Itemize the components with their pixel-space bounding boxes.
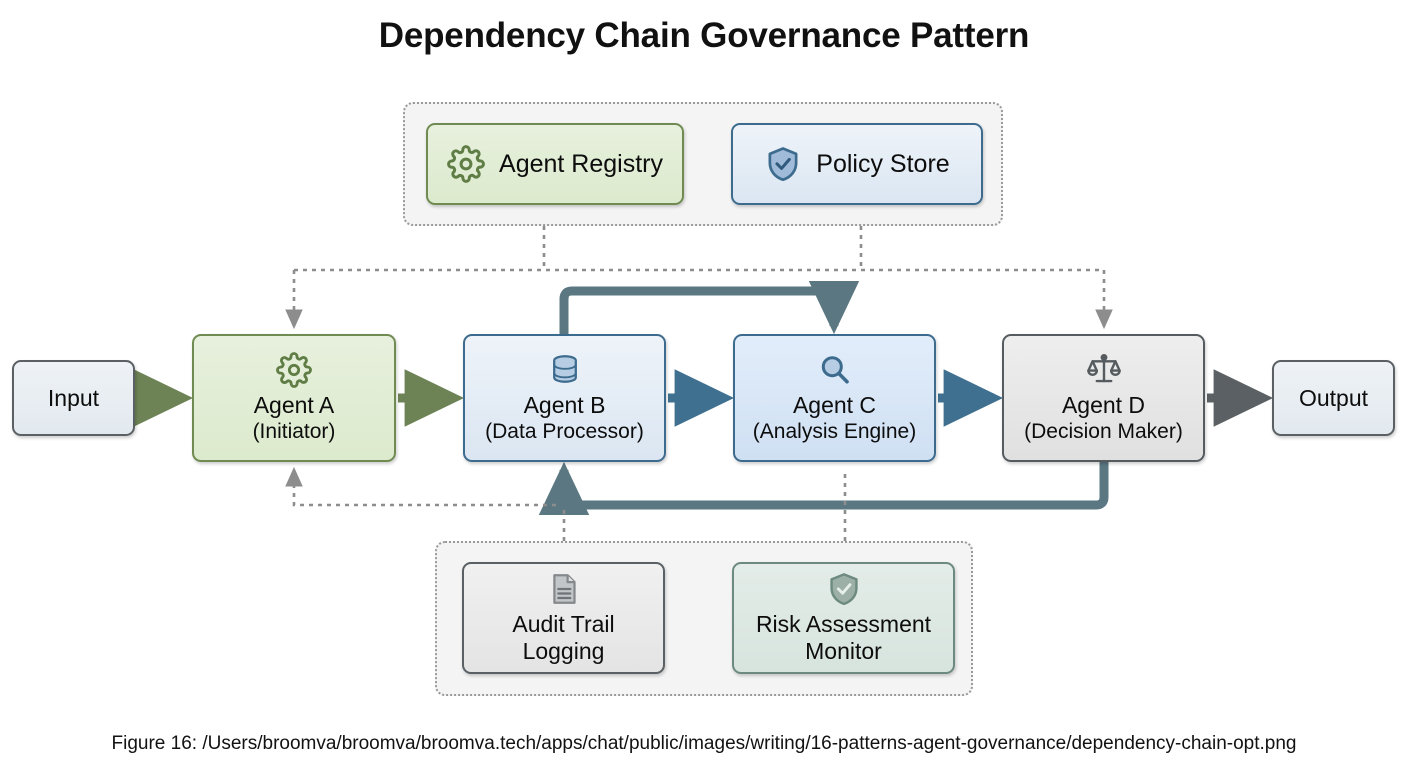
feedback-loop-agent-b-to-agent-c <box>559 281 860 335</box>
node-audit-trail-line2: Logging <box>522 638 605 664</box>
document-icon <box>546 571 582 607</box>
node-agent-a-name: Agent A <box>253 392 335 418</box>
node-audit-trail-line1: Audit Trail <box>512 611 615 637</box>
node-audit-trail-logging[interactable]: Audit Trail Logging <box>462 562 665 674</box>
node-risk-assessment-monitor[interactable]: Risk Assessment Monitor <box>732 562 955 674</box>
node-agent-d-role: (Decision Maker) <box>1024 420 1183 443</box>
node-agent-d-name: Agent D <box>1061 392 1146 418</box>
node-risk-assessment-line2: Monitor <box>805 638 882 664</box>
database-icon <box>547 352 583 388</box>
shield-check-icon <box>764 145 802 183</box>
node-agent-b-name: Agent B <box>523 392 606 418</box>
node-output[interactable]: Output <box>1272 360 1395 436</box>
gear-icon <box>447 145 485 183</box>
shield-check-icon <box>826 571 862 607</box>
scales-icon <box>1086 352 1122 388</box>
node-risk-assessment-line1: Risk Assessment <box>755 611 932 637</box>
node-output-label: Output <box>1298 384 1369 411</box>
node-agent-d[interactable]: Agent D (Decision Maker) <box>1002 334 1205 462</box>
figure-caption: Figure 16: /Users/broomva/broomva/broomv… <box>111 733 1297 754</box>
node-policy-store-label: Policy Store <box>816 149 950 178</box>
node-policy-store[interactable]: Policy Store <box>731 123 983 205</box>
node-input[interactable]: Input <box>12 360 135 436</box>
page-title: Dependency Chain Governance Pattern <box>378 16 1030 55</box>
node-agent-b-role: (Data Processor) <box>485 420 644 443</box>
dotted-connector-loop-to-agent-a <box>285 466 556 507</box>
node-agent-c-role: (Analysis Engine) <box>752 420 917 443</box>
node-agent-registry[interactable]: Agent Registry <box>426 123 684 205</box>
gear-icon <box>276 352 312 388</box>
feedback-loop-agent-d-to-agent-b <box>538 461 1109 515</box>
node-agent-a[interactable]: Agent A (Initiator) <box>192 334 396 462</box>
node-agent-b[interactable]: Agent B (Data Processor) <box>463 334 666 462</box>
node-agent-a-role: (Initiator) <box>252 420 336 443</box>
node-input-label: Input <box>47 384 100 411</box>
node-agent-c[interactable]: Agent C (Analysis Engine) <box>733 334 936 462</box>
magnifier-icon <box>817 352 853 388</box>
node-agent-registry-label: Agent Registry <box>499 149 663 178</box>
node-agent-c-name: Agent C <box>792 392 877 418</box>
